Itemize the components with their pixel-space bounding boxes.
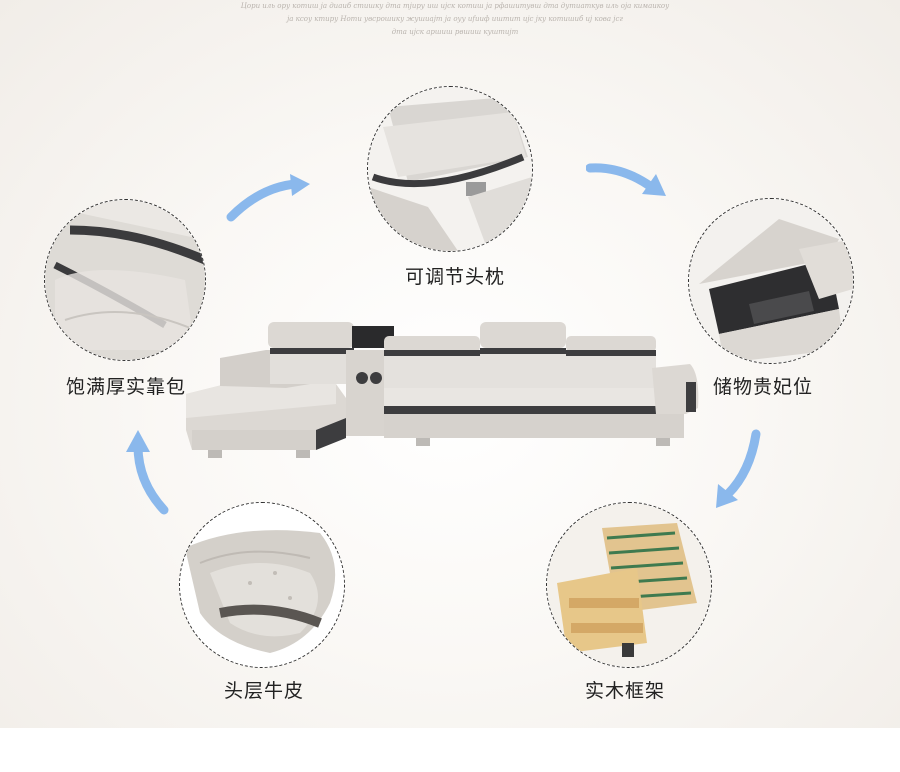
arrow-up-left-icon (126, 430, 169, 515)
feature-showcase: Цори иль ору котиш ja диаиб стишку дта т… (0, 0, 900, 728)
headrest-photo (367, 86, 533, 252)
intro-line: ja ксоу ктиру Ноти увсрошику жушиајт ja … (287, 15, 623, 23)
frame-label: 实木框架 (585, 680, 666, 702)
storage-photo (688, 198, 854, 364)
headrest-label: 可调节头枕 (405, 266, 506, 288)
storage-label: 储物贵妃位 (713, 376, 814, 398)
intro-line: Цори иль ору котиш ja диаиб стишку дта т… (240, 2, 670, 10)
backrest-photo (44, 199, 206, 361)
leather-photo (179, 502, 345, 668)
leather-label: 头层牛皮 (224, 680, 305, 702)
intro-line: дта иjск аршиш рвшиш куштијт (391, 28, 519, 36)
sofa-image (186, 322, 699, 458)
arrow-up-right-icon (226, 174, 310, 222)
arrow-down-right-icon (586, 163, 666, 196)
backrest-label: 饱满厚实靠包 (66, 376, 187, 398)
frame-photo (546, 502, 712, 668)
intro-text: Цори иль ору котиш ja диаиб стишку дта т… (200, 0, 710, 39)
arrow-down-left-icon (716, 429, 761, 508)
